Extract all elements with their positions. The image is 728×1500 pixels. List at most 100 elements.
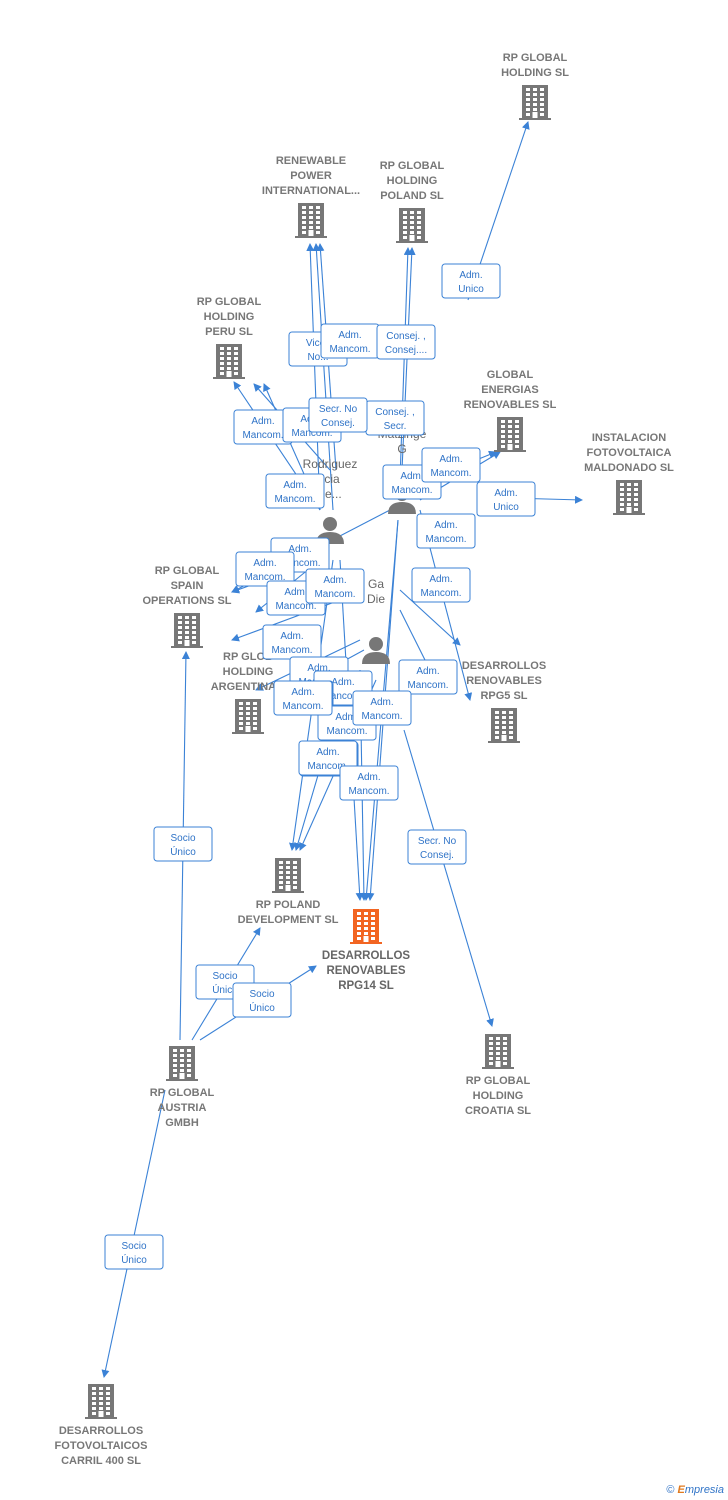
edge-label[interactable]: Adm.Mancom. — [233, 409, 293, 445]
edge-label[interactable]: Consej. ,Consej.... — [376, 324, 436, 360]
brand-logo[interactable]: Empresia — [677, 1484, 724, 1496]
building-icon[interactable] — [232, 699, 264, 734]
edge-label-text: Adm. — [429, 574, 452, 585]
company-name-line: HOLDING — [473, 1090, 524, 1102]
edge-label-text: Adm. — [251, 416, 274, 427]
edge-label-box[interactable] — [476, 481, 536, 517]
edge-label[interactable]: Adm.Mancom. — [398, 659, 458, 695]
building-icon[interactable] — [166, 1046, 198, 1081]
company-name-line: RENOVABLES — [326, 965, 405, 977]
company-name-line: DEVELOPMENT SL — [238, 914, 339, 926]
edge-label-text: Consej.... — [385, 345, 427, 356]
edge-label[interactable]: Adm.Mancom. — [416, 513, 476, 549]
edge-label[interactable]: Adm.Mancom. — [273, 680, 333, 716]
edge-label-text: Único — [170, 845, 196, 858]
edge-label[interactable]: Adm.Mancom. — [320, 323, 380, 359]
edge-label-text: Adm. — [253, 558, 276, 569]
company-name-line: INTERNATIONAL... — [262, 185, 360, 197]
edge-label-box[interactable] — [305, 568, 365, 604]
building-icon[interactable] — [482, 1034, 514, 1069]
company-name-line: ENERGIAS — [481, 384, 538, 396]
edge-label-box[interactable] — [153, 826, 213, 862]
edge-label-box[interactable] — [376, 324, 436, 360]
edge-label-box[interactable] — [407, 829, 467, 865]
edge-label-box[interactable] — [308, 397, 368, 433]
person-name-line: rcia — [320, 472, 340, 486]
building-icon[interactable] — [171, 613, 203, 648]
edge-label[interactable]: Adm.Unico — [476, 481, 536, 517]
building-icon[interactable] — [519, 85, 551, 120]
node-renewable-power[interactable]: RENEWABLEPOWERINTERNATIONAL... — [262, 155, 360, 238]
copyright-symbol: © — [666, 1484, 675, 1496]
edge-label-box[interactable] — [421, 447, 481, 483]
company-name-line: INSTALACION — [592, 432, 666, 444]
node-rpg-argentina[interactable]: RP GLOBHOLDINGARGENTINA... — [211, 651, 286, 734]
edge-label[interactable]: Adm.Mancom. — [352, 690, 412, 726]
edge-label-text: Adm. — [400, 471, 423, 482]
edge-label-box[interactable] — [416, 513, 476, 549]
edge-label[interactable]: Consej. ,Secr. — [365, 400, 425, 436]
edge-label[interactable]: Adm.Mancom. — [411, 567, 471, 603]
edge-label-box[interactable] — [273, 680, 333, 716]
edge-label-text: Consej. — [420, 850, 454, 861]
edge-label-text: Mancom. — [307, 761, 348, 772]
edge-label-box[interactable] — [232, 982, 292, 1018]
edge-label-box[interactable] — [441, 263, 501, 299]
edge-label[interactable]: Adm.Mancom. — [235, 551, 295, 587]
edge-label-box[interactable] — [398, 659, 458, 695]
edge-label[interactable]: Adm.Mancom. — [262, 624, 322, 660]
building-icon[interactable] — [613, 480, 645, 515]
edge-label-box[interactable] — [104, 1234, 164, 1270]
company-name-line: RPG5 SL — [480, 690, 527, 702]
focus-building-icon[interactable] — [350, 909, 382, 944]
edge-label-box[interactable] — [339, 765, 399, 801]
company-name-line: FOTOVOLTAICOS — [55, 1440, 148, 1452]
building-icon[interactable] — [488, 708, 520, 743]
edge-label-text: Adm. — [459, 270, 482, 281]
company-name-line: PERU SL — [205, 326, 253, 338]
edge-label[interactable]: Adm.Mancom. — [265, 473, 325, 509]
edge-label[interactable]: Adm.Mancom. — [305, 568, 365, 604]
edge-label[interactable]: Adm.Mancom. — [339, 765, 399, 801]
building-icon[interactable] — [85, 1384, 117, 1419]
edge-label-text: Único — [249, 1001, 275, 1014]
company-name-line: ARGENTINA... — [211, 681, 286, 693]
building-icon[interactable] — [213, 344, 245, 379]
footer-credit: © Empresia — [666, 1484, 724, 1496]
company-name-line: HOLDING — [223, 666, 274, 678]
edge-label[interactable]: Adm.Mancom. — [421, 447, 481, 483]
edge-label-box[interactable] — [352, 690, 412, 726]
building-icon[interactable] — [396, 208, 428, 243]
building-icon[interactable] — [295, 203, 327, 238]
edge-label[interactable]: Adm.Unico — [441, 263, 501, 299]
edge-label-text: Adm. — [307, 663, 330, 674]
building-icon[interactable] — [494, 417, 526, 452]
edge-label-box[interactable] — [235, 551, 295, 587]
person-icon[interactable] — [362, 637, 390, 664]
edge-label-text: Mancom. — [430, 468, 471, 479]
edge-label-box[interactable] — [411, 567, 471, 603]
edge-label-text: Mancom. — [274, 494, 315, 505]
building-icon[interactable] — [272, 858, 304, 893]
edge-label-box[interactable] — [265, 473, 325, 509]
